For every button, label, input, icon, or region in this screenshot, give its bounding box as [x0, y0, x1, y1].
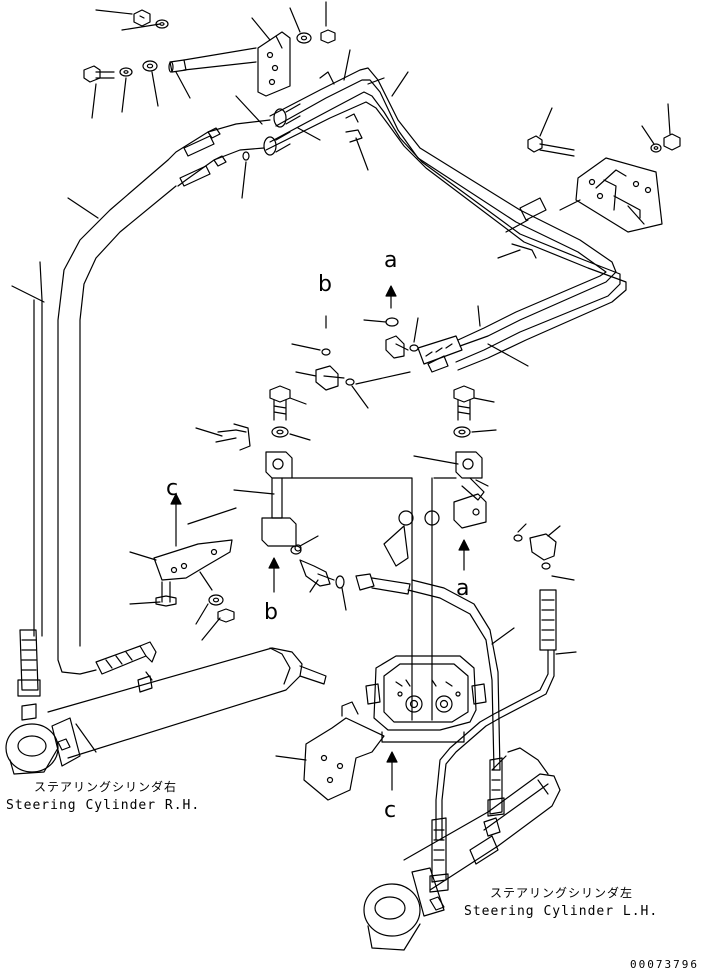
center-fittings — [195, 305, 529, 451]
top-hardware-stack — [83, 1, 336, 119]
caption-cylinder-rh-en: Steering Cylinder R.H. — [6, 798, 201, 813]
callout-a-top: a — [384, 248, 398, 273]
steering-cylinder-lh — [363, 747, 561, 951]
callout-b-top: b — [318, 272, 332, 297]
valve-bracket — [275, 701, 385, 801]
caption-cylinder-lh-en: Steering Cylinder L.H. — [464, 904, 659, 919]
upper-pipes — [167, 49, 627, 371]
callout-arrows — [170, 285, 470, 791]
part-number: 00073796 — [630, 958, 699, 971]
callout-b-bottom: b — [264, 600, 278, 625]
callout-a-right: a — [456, 576, 470, 601]
caption-cylinder-lh-jp: ステアリングシリンダ左 — [490, 886, 634, 900]
steering-valve — [365, 655, 487, 743]
flow-blocks — [233, 451, 489, 721]
side-bracket-left — [129, 507, 237, 641]
caption-cylinder-rh-jp: ステアリングシリンダ右 — [34, 780, 178, 794]
left-hoses — [11, 159, 177, 697]
callout-c-bottom: c — [384, 798, 397, 823]
lower-fittings — [290, 523, 577, 841]
top-bracket-assembly — [257, 31, 291, 97]
right-bracket-assembly — [497, 103, 681, 259]
steering-cylinder-rh — [5, 647, 327, 775]
callout-c-left: c — [166, 476, 179, 501]
